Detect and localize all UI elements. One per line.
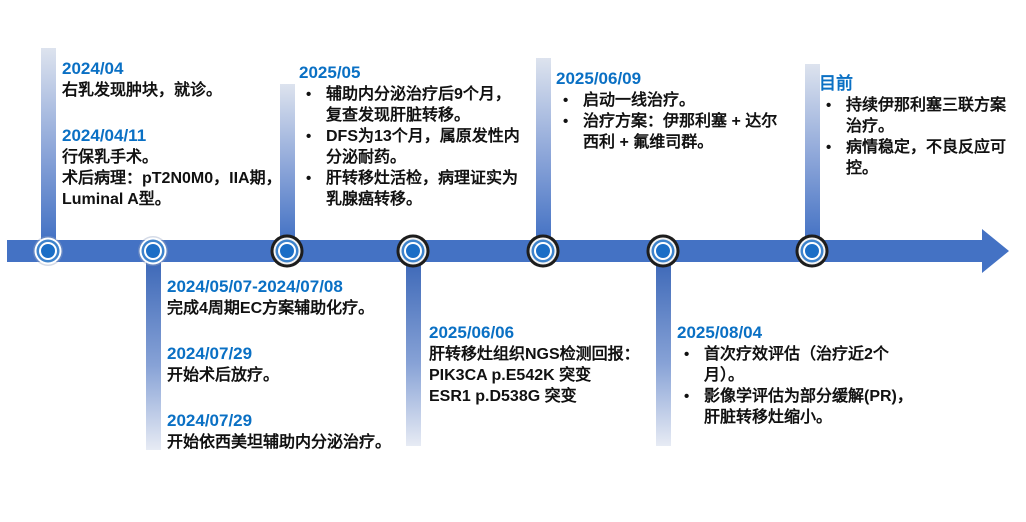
event-bullet: 影像学评估为部分缓解(PR)，肝脏转移灶缩小。 (677, 386, 919, 428)
event-bullet: DFS为13个月，属原发性内分泌耐药。 (299, 126, 521, 168)
milestone-node-1 (41, 244, 55, 258)
event-text: 肝转移灶组织NGS检测回报： (429, 346, 640, 363)
event-bullet: 启动一线治疗。 (556, 90, 791, 111)
connector-bar-up-2 (279, 84, 295, 240)
event-bullet: 持续伊那利塞三联方案治疗。 (819, 95, 1019, 137)
event-date: 2024/07/29 (167, 344, 253, 363)
event-date: 2025/06/09 (556, 69, 642, 88)
milestone-node-4 (406, 244, 420, 258)
event-block-2025-05: 2025/05 辅助内分泌治疗后9个月，复查发现肝脏转移。 DFS为13个月，属… (299, 62, 521, 210)
event-date: 2025/06/06 (429, 323, 515, 342)
event-bullet-list: 持续伊那利塞三联方案治疗。 病情稳定，不良反应可控。 (819, 95, 1019, 179)
connector-bar-down-3 (655, 262, 671, 446)
event-date: 2024/04/11 (62, 126, 147, 145)
event-date: 2024/07/29 (167, 411, 253, 430)
event-date: 2024/04 (62, 59, 124, 78)
connector-bar-up-4 (804, 64, 820, 240)
connector-bar-down-1 (145, 262, 161, 450)
event-block-2024-04: 2024/04 右乳发现肿块，就诊。 2024/04/11 行保乳手术。 术后病… (62, 58, 294, 210)
milestone-node-7 (805, 244, 819, 258)
connector-bar-up-1 (40, 48, 56, 240)
connector-bar-up-3 (535, 58, 551, 240)
event-bullet-list: 辅助内分泌治疗后9个月，复查发现肝脏转移。 DFS为13个月，属原发性内分泌耐药… (299, 84, 521, 210)
event-text: 开始依西美坦辅助内分泌治疗。 (167, 434, 392, 451)
event-date: 2024/05/07-2024/07/08 (167, 277, 343, 296)
event-bullet: 病情稳定，不良反应可控。 (819, 137, 1019, 179)
event-date: 2025/08/04 (677, 323, 763, 342)
event-bullet-list: 启动一线治疗。 治疗方案：伊那利塞 + 达尔西利 + 氟维司群。 (556, 90, 791, 153)
event-bullet: 辅助内分泌治疗后9个月，复查发现肝脏转移。 (299, 84, 521, 126)
milestone-node-2 (146, 244, 160, 258)
event-bullet: 首次疗效评估（治疗近2个月）。 (677, 344, 919, 386)
milestone-node-5 (536, 244, 550, 258)
event-block-2025-08-04: 2025/08/04 首次疗效评估（治疗近2个月）。 影像学评估为部分缓解(PR… (677, 322, 919, 428)
connector-bar-down-2 (405, 262, 421, 446)
event-text: 行保乳手术。 (62, 149, 159, 166)
event-block-current: 目前 持续伊那利塞三联方案治疗。 病情稳定，不良反应可控。 (819, 73, 1019, 179)
timeline-arrowhead-icon (982, 229, 1009, 273)
event-text: 右乳发现肿块，就诊。 (62, 82, 223, 99)
event-date: 目前 (819, 74, 853, 93)
milestone-node-6 (656, 244, 670, 258)
event-text: 完成4周期EC方案辅助化疗。 (167, 300, 375, 317)
event-text: 术后病理：pT2N0M0，IIA期，Luminal A型。 (62, 170, 282, 208)
event-block-2025-06-09: 2025/06/09 启动一线治疗。 治疗方案：伊那利塞 + 达尔西利 + 氟维… (556, 68, 791, 153)
event-block-2025-06-06: 2025/06/06 肝转移灶组织NGS检测回报： PIK3CA p.E542K… (429, 322, 661, 407)
event-date: 2025/05 (299, 63, 361, 82)
timeline-axis (7, 240, 983, 262)
event-text: ESR1 p.D538G 突变 (429, 388, 577, 405)
event-block-2024-05-07: 2024/05/07-2024/07/08 完成4周期EC方案辅助化疗。 202… (167, 276, 407, 453)
event-bullet-list: 首次疗效评估（治疗近2个月）。 影像学评估为部分缓解(PR)，肝脏转移灶缩小。 (677, 344, 919, 428)
milestone-node-3 (280, 244, 294, 258)
event-bullet: 治疗方案：伊那利塞 + 达尔西利 + 氟维司群。 (556, 111, 791, 153)
event-text: PIK3CA p.E542K 突变 (429, 367, 592, 384)
event-bullet: 肝转移灶活检，病理证实为乳腺癌转移。 (299, 168, 521, 210)
event-text: 开始术后放疗。 (167, 367, 280, 384)
